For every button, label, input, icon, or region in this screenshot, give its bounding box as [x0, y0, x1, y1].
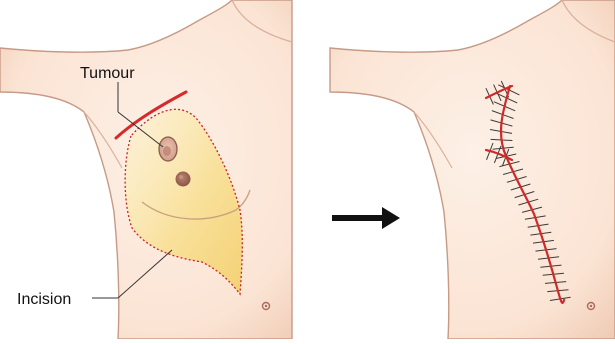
- other-nipple-center-right: [590, 305, 592, 307]
- torso-right: [330, 0, 615, 339]
- nipple-highlight-left: [179, 175, 183, 179]
- tumour-core: [163, 146, 171, 156]
- other-nipple-center-left: [265, 305, 267, 307]
- panel-after: [330, 0, 615, 339]
- arrow-shaft: [332, 215, 384, 221]
- transition-arrow: [332, 207, 400, 229]
- tumour-label: Tumour: [80, 65, 135, 82]
- arrow-head: [382, 207, 400, 229]
- nipple-left: [176, 172, 191, 187]
- panel-before: Tumour Incision: [0, 0, 292, 339]
- incision-label: Incision: [17, 291, 71, 308]
